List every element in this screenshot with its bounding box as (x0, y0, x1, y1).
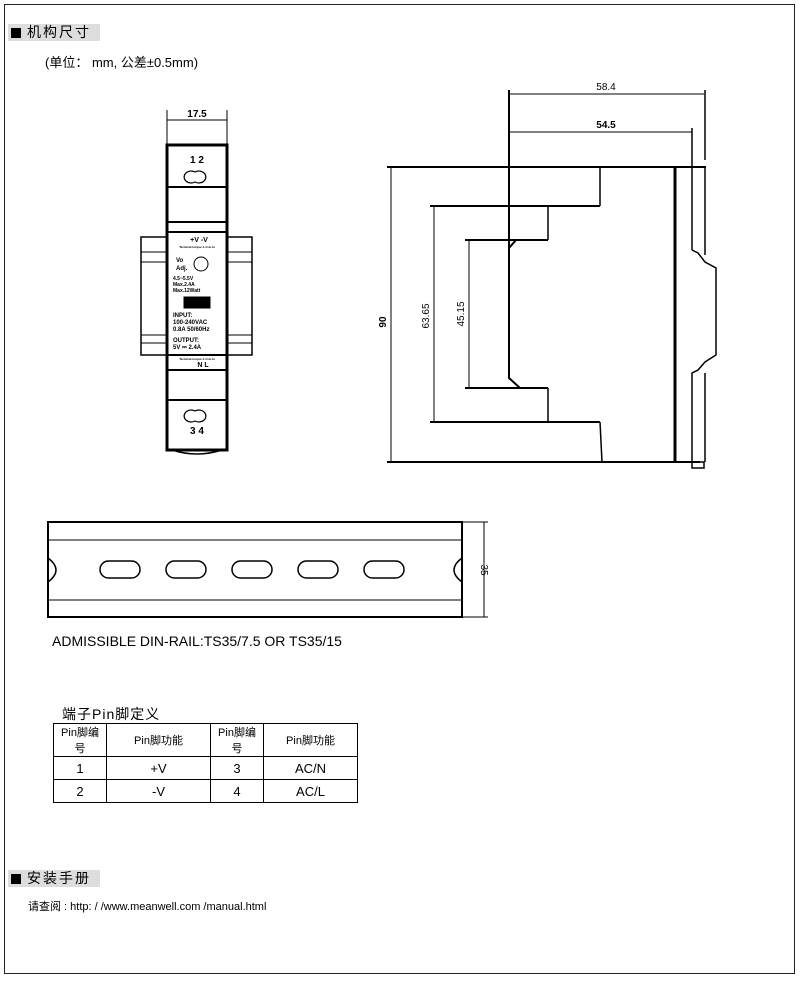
din-clip (691, 249, 717, 469)
dim-90: 90 (378, 316, 389, 328)
table-header-row: Pin脚编号 Pin脚功能 Pin脚编号 Pin脚功能 (53, 723, 358, 757)
bottom-pin-numbers: 3 4 (190, 426, 204, 437)
header-cell: Pin脚编号 (53, 723, 107, 757)
spec-line: Max.2.4A (173, 282, 195, 288)
cell: +V (106, 756, 211, 780)
cell: 3 (210, 756, 264, 780)
torque-note: Terminal torque 4.4 Lb-In (179, 357, 215, 361)
dim-63-65: 63.65 (421, 303, 432, 328)
dim-54-5: 54.5 (596, 120, 616, 131)
header-cell: Pin脚功能 (106, 723, 211, 757)
din-rail-caption: ADMISSIBLE DIN-RAIL:TS35/7.5 OR TS35/15 (52, 633, 342, 649)
width-dim-label: 17.5 (187, 109, 207, 120)
rail-height-dim: 35 (478, 564, 489, 576)
output-line: 5V ⎓ 2.4A (173, 345, 202, 351)
cell: 4 (210, 779, 264, 803)
cell: 1 (53, 756, 107, 780)
page-frame (4, 4, 795, 974)
terminal-screw-icon (183, 170, 207, 184)
manual-link[interactable]: 请查阅 : http: / /www.meanwell.com /manual.… (28, 901, 267, 913)
adj-label: Adj. (176, 266, 188, 272)
dim-58-4: 58.4 (596, 82, 616, 93)
dim-45-15: 45.15 (456, 301, 467, 326)
meanwell-logo (183, 296, 211, 309)
section-title: 机构尺寸 (27, 24, 91, 40)
pin-table: Pin脚编号 Pin脚功能 Pin脚编号 Pin脚功能 1 +V 3 AC/N … (53, 723, 358, 803)
vo-label: Vo (176, 258, 184, 264)
section-header-dimensions: 机构尺寸 (8, 24, 100, 41)
pin-table-title: 端子Pin脚定义 (62, 706, 161, 722)
vo-adj-potentiometer-icon (193, 256, 209, 272)
cell: 2 (53, 779, 107, 803)
output-line: OUTPUT: (173, 338, 199, 344)
section-title: 安装手册 (27, 870, 91, 886)
front-view: 17.5 1 2 3 4 +V -V Terminal torque 4.4 L… (140, 109, 253, 455)
input-terminal-labels: N L (197, 362, 209, 369)
spec-line: 4.5~5.5V (173, 276, 194, 282)
torque-note: Terminal torque 4.4 Lb-In (179, 245, 215, 249)
table-row: 1 +V 3 AC/N (53, 756, 358, 780)
square-bullet-icon (11, 28, 21, 38)
square-bullet-icon (11, 874, 21, 884)
input-line: 0.8A 50/60Hz (173, 327, 209, 333)
table-row: 2 -V 4 AC/L (53, 779, 358, 803)
section-header-manual: 安装手册 (8, 870, 100, 887)
input-line: 100-240VAC (173, 320, 208, 326)
din-rail-drawing: 35 (47, 521, 489, 618)
top-pin-numbers: 1 2 (190, 155, 204, 166)
header-cell: Pin脚功能 (263, 723, 358, 757)
input-line: INPUT: (173, 313, 192, 319)
units-note: (单位： mm, 公差±0.5mm) (45, 55, 199, 70)
cell: -V (106, 779, 211, 803)
cell: AC/L (263, 779, 358, 803)
terminal-screw-icon (183, 409, 207, 423)
cell: AC/N (263, 756, 358, 780)
output-terminal-labels: +V -V (190, 237, 208, 244)
spec-line: Max.12Watt (173, 288, 201, 294)
header-cell: Pin脚编号 (210, 723, 264, 757)
side-view: 58.4 54.5 90 63.65 45.15 (378, 82, 717, 469)
